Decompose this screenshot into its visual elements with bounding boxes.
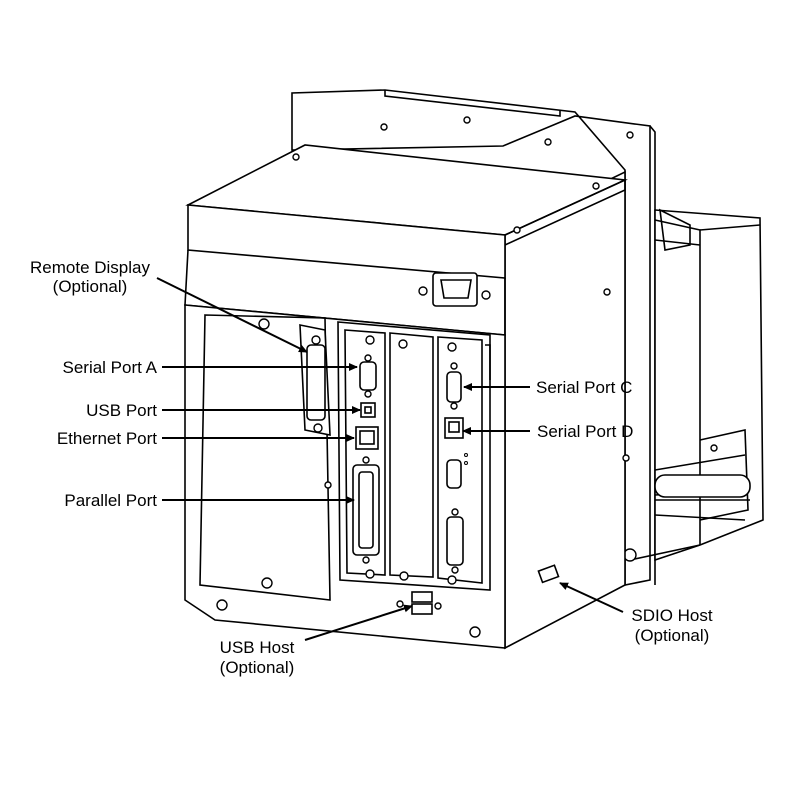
main-body-side	[504, 170, 630, 650]
label-usb-port: USB Port	[86, 401, 157, 420]
label-usb-host: USB Host	[220, 638, 295, 657]
side-mechanism	[623, 208, 764, 562]
ethernet-port-connector	[355, 426, 379, 450]
label-remote-display: Remote Display	[30, 258, 150, 277]
label-serial-port-d: Serial Port D	[537, 422, 633, 441]
power-inlet	[418, 272, 491, 307]
serial-port-a-connector	[359, 354, 377, 398]
top-cover	[184, 144, 628, 336]
callout-remote-display	[156, 277, 308, 353]
usb-host-connector	[396, 591, 442, 615]
rear-plate	[291, 89, 656, 586]
label-usb-host-optional: (Optional)	[220, 658, 295, 677]
label-sdio-host: SDIO Host	[631, 606, 713, 625]
callout-usb-host	[304, 604, 413, 641]
label-sdio-host-optional: (Optional)	[635, 626, 710, 645]
extra-serial-connector	[446, 453, 468, 489]
extra-parallel-connector	[446, 508, 464, 574]
label-remote-display-optional: (Optional)	[53, 277, 128, 296]
callout-lines	[156, 277, 624, 641]
parallel-port-connector	[352, 456, 380, 564]
remote-display-connector	[299, 324, 331, 436]
serial-port-d-connector	[444, 417, 464, 439]
label-serial-port-a: Serial Port A	[63, 358, 158, 377]
label-serial-port-c: Serial Port C	[536, 378, 632, 397]
callout-sdio-host	[559, 582, 624, 613]
callout-labels: Remote Display (Optional) Serial Port A …	[30, 258, 713, 677]
label-parallel-port: Parallel Port	[64, 491, 157, 510]
usb-port-connector	[360, 402, 376, 418]
serial-port-c-connector	[446, 362, 462, 410]
label-ethernet-port: Ethernet Port	[57, 429, 157, 448]
